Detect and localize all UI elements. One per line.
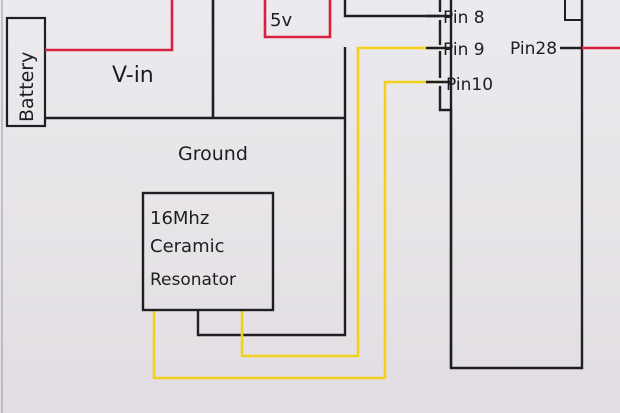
battery-label: Battery [16,52,38,122]
pin8-label: Pin 8 [443,8,485,28]
resonator-box [141,191,275,312]
five-v-label: 5v [270,10,292,31]
battery-component: Battery [5,16,47,128]
pin9-label: Pin 9 [443,40,485,60]
vin-label: V-in [112,63,154,88]
resonator-component: 16Mhz Ceramic Resonator [141,191,275,312]
pin8-black-wire [343,0,440,18]
regulator-box [263,0,332,39]
vin-red-wire [45,0,174,52]
pin9-yellow-wire [240,46,440,358]
resonator-line2: Ceramic [150,236,225,257]
ground-label: Ground [178,143,248,165]
chip-outline [438,0,584,370]
resonator-line3: Resonator [150,270,236,290]
battery-box [5,16,47,128]
microcontroller-chip: Pin 8 Pin 9 Pin10 Pin28 [426,0,584,370]
resonator-ground-wire [196,47,347,337]
pin10-label: Pin10 [446,75,493,95]
resonator-line1: 16Mhz [150,208,209,229]
chip-top-mark [564,0,582,21]
pin10-yellow-wire [152,80,440,380]
pin28-label: Pin28 [510,39,557,59]
